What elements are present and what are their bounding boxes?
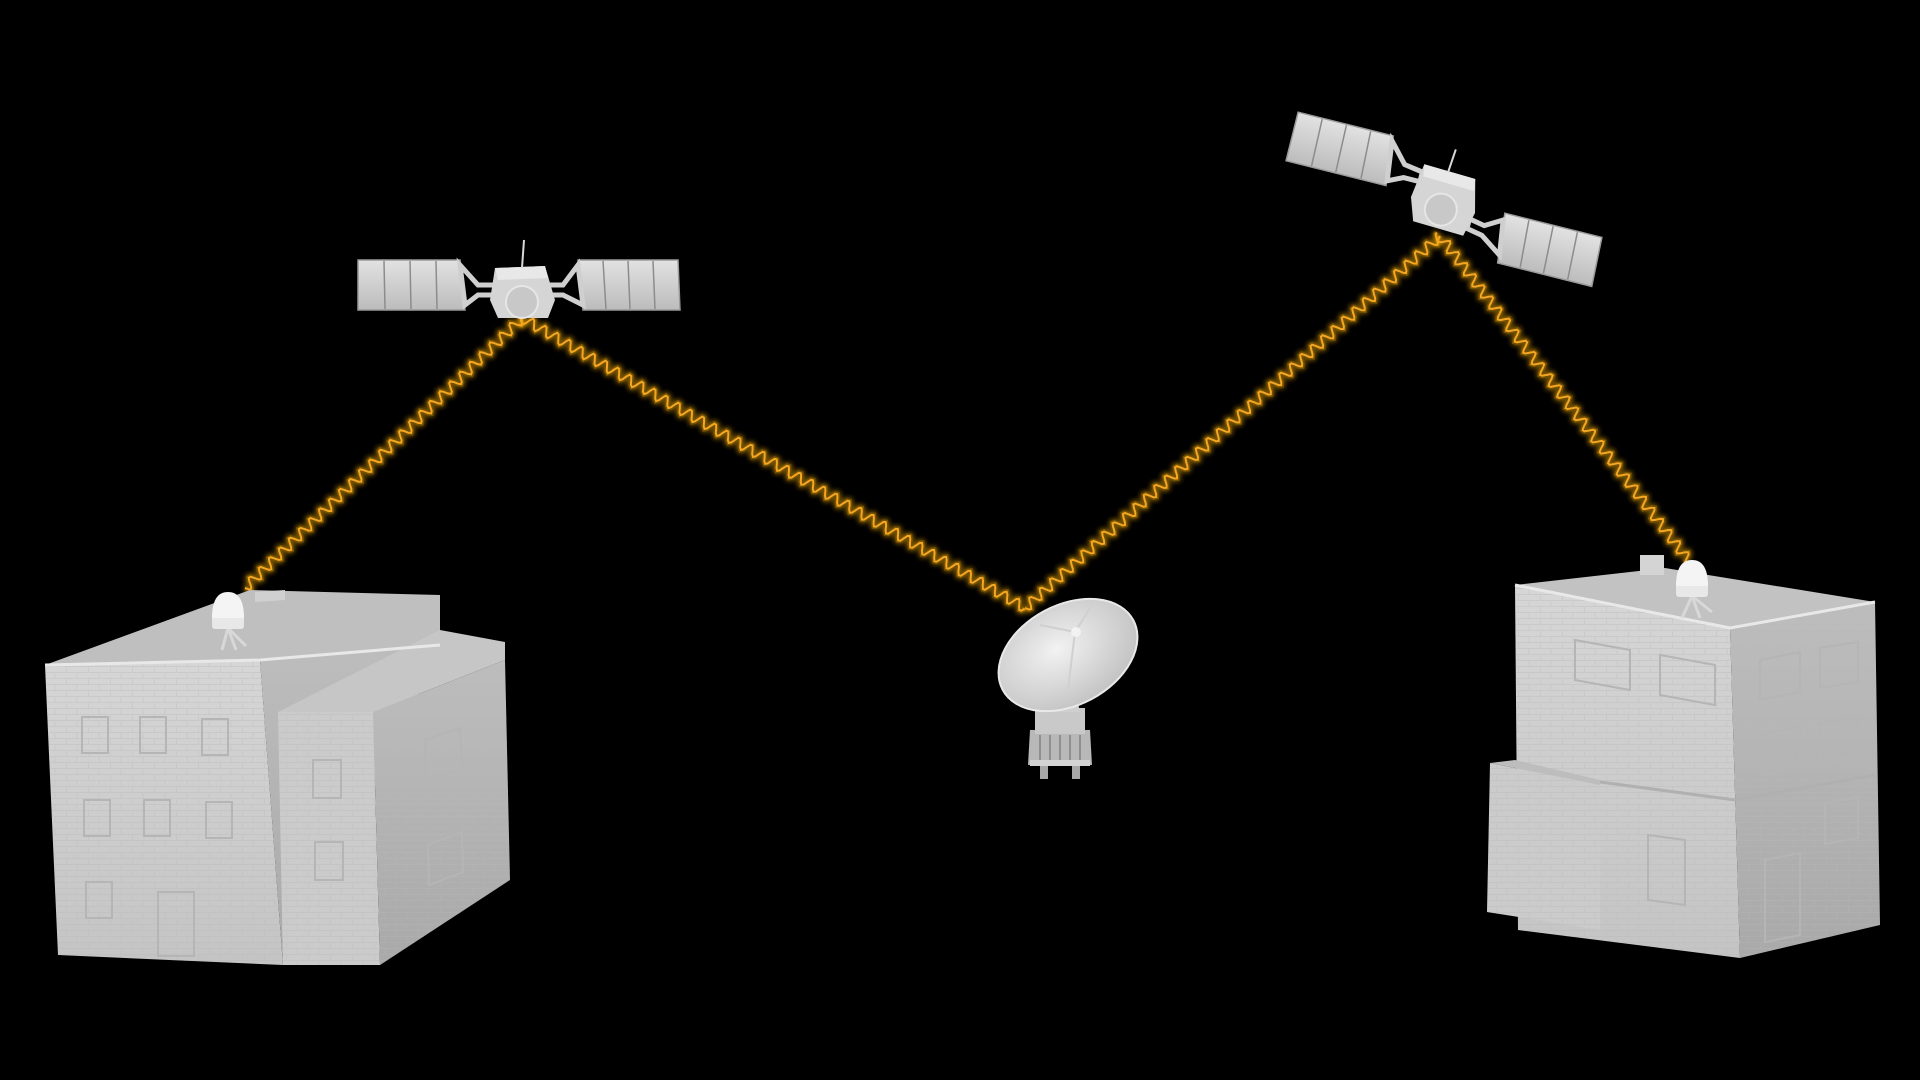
link-ground_station-satellite_right (1024, 231, 1439, 611)
link-glow-satellite_left-ground_station (519, 315, 1026, 614)
satellite-right-icon (1285, 111, 1603, 288)
building-right-icon (1487, 555, 1880, 958)
radome-right-icon (1676, 560, 1713, 619)
link-satellite_left-ground_station (520, 317, 1026, 612)
link-glow-satellite_right-building_right (1435, 234, 1692, 564)
radome-left-icon (212, 592, 248, 651)
ground-station-dish-icon (997, 597, 1139, 779)
link-satellite_right-building_right (1437, 235, 1690, 563)
building-left-icon (44, 590, 510, 965)
satellite-left-icon (357, 239, 681, 319)
links-layer (244, 230, 1692, 614)
link-building_left-satellite_left (244, 315, 524, 591)
